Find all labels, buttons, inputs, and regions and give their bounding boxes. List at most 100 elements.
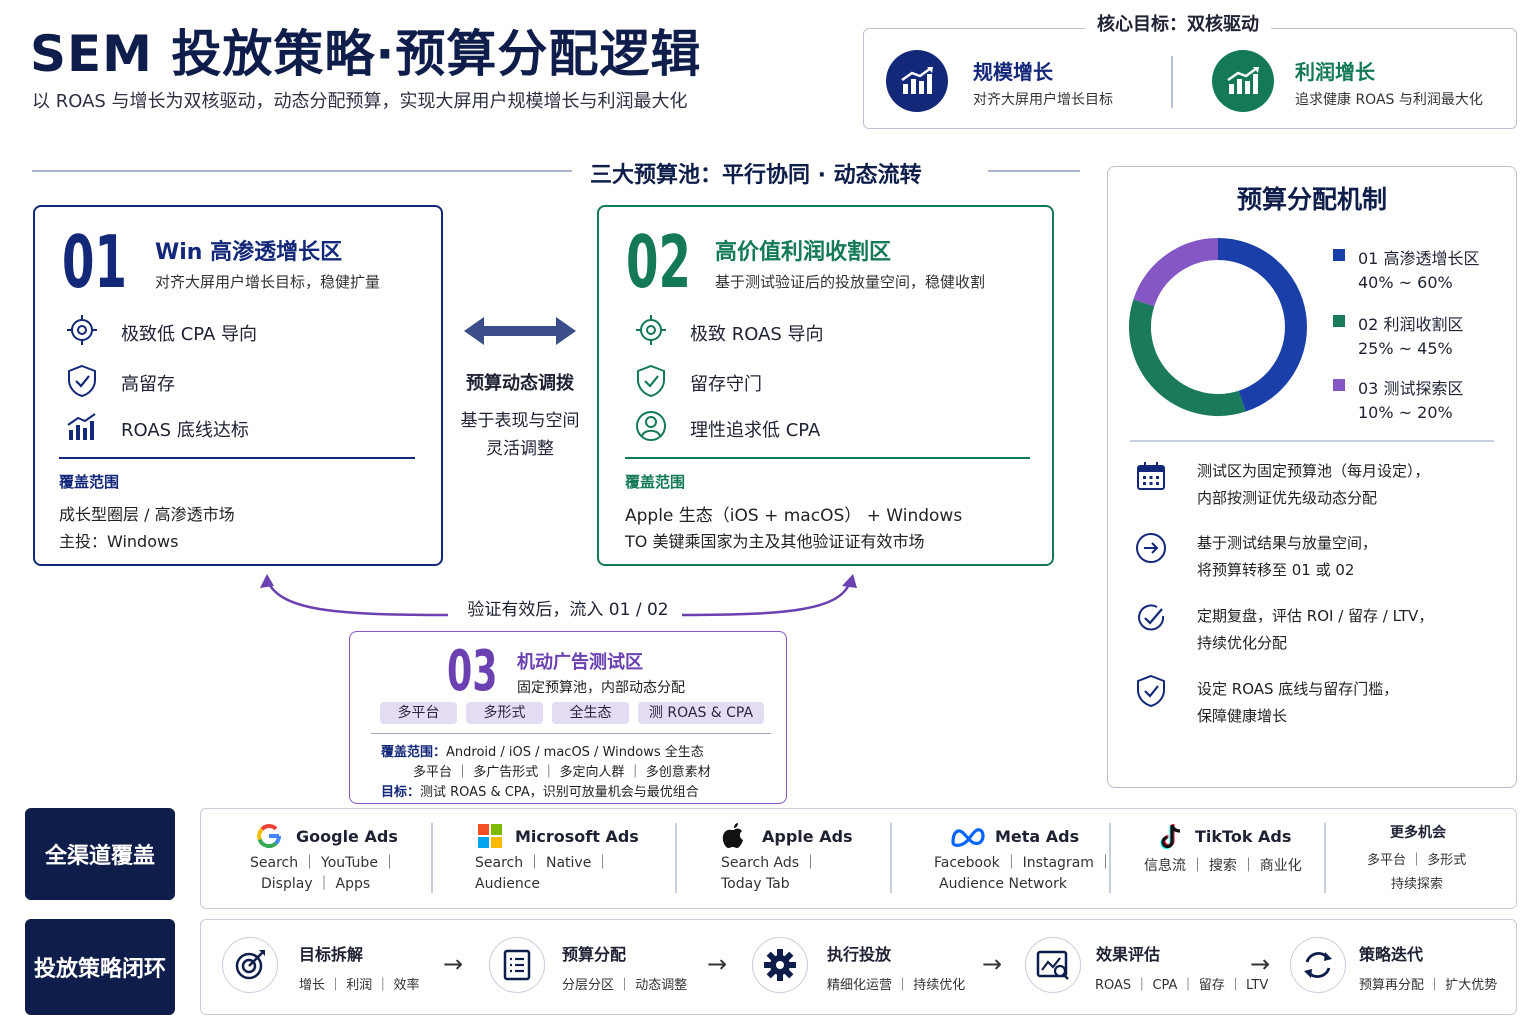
flow-label: 验证有效后，流入 01 / 02 xyxy=(467,600,669,620)
pool-02-scope-label: 覆盖范围 xyxy=(625,473,686,491)
flow-arrows xyxy=(260,574,857,617)
pool-03-goal: 目标：测试 ROAS & CPA，识别可放量机会与最优组合 xyxy=(381,781,699,800)
rule-1-line-2: 内部按测证优先级动态分配 xyxy=(1197,489,1378,507)
chart-search-icon xyxy=(1025,937,1081,993)
loop-step-title: 执行投放 xyxy=(827,945,892,964)
pool-02-divider xyxy=(625,457,1030,459)
pool-01-feature-2: 高留存 xyxy=(121,374,175,395)
rule-2-line-1: 基于测试结果与放量空间， xyxy=(1197,534,1378,552)
channel-divider xyxy=(431,823,433,893)
legend-range: 25% ~ 45% xyxy=(1358,339,1453,358)
shield-check-icon xyxy=(635,364,667,402)
loop-arrow-icon: → xyxy=(443,950,464,978)
legend-label: 02 利润收割区 xyxy=(1358,315,1464,334)
bidirectional-arrow-icon xyxy=(462,315,578,351)
refresh-cycle-icon xyxy=(1290,937,1346,993)
pool-02-card xyxy=(597,205,1054,566)
donut-slice-1 xyxy=(1217,238,1307,412)
loop-step-title: 策略迭代 xyxy=(1359,945,1424,964)
channel-divider xyxy=(675,823,677,893)
loop-arrow-icon: → xyxy=(982,950,1003,978)
donut-slice-2 xyxy=(1129,299,1246,416)
channel-name: Apple Ads xyxy=(762,827,853,846)
pool-01-number: 01 xyxy=(62,220,127,304)
legend-swatch xyxy=(1333,315,1345,327)
target-icon xyxy=(635,314,667,350)
budget-donut-chart xyxy=(1129,238,1307,416)
channels-label: 全渠道覆盖 xyxy=(25,808,175,900)
loop-step-title: 目标拆解 xyxy=(299,945,364,964)
shield-check-icon xyxy=(1135,674,1167,712)
channel-name: Google Ads xyxy=(296,827,398,846)
loop-step-sub: 精细化运营 ｜ 持续优化 xyxy=(827,978,966,993)
legend-swatch xyxy=(1333,249,1345,261)
shield-check-icon xyxy=(66,364,98,402)
rule-4: 设定 ROAS 底线与留存门槛，保障健康增长 xyxy=(1197,676,1398,730)
channel-sub: Audience Network xyxy=(939,876,1067,892)
pool-03-chip: 全生态 xyxy=(552,702,629,724)
loop-step-title: 效果评估 xyxy=(1096,945,1161,964)
mechanism-title: 预算分配机制 xyxy=(1236,185,1387,214)
loop-step-sub: 预算再分配 ｜ 扩大优势 xyxy=(1359,978,1498,993)
growth-chart-icon xyxy=(886,50,948,112)
meta-icon xyxy=(950,826,986,852)
pool-02-feature-1: 极致 ROAS 导向 xyxy=(690,324,824,345)
pool-01-feature-1: 极致低 CPA 导向 xyxy=(121,324,258,345)
pool-01-scope-2: 主投：Windows xyxy=(59,532,179,551)
pools-title-line-left xyxy=(32,170,572,172)
pool-03-goal-value: 测试 ROAS & CPA，识别可放量机会与最优组合 xyxy=(420,785,699,800)
channel-divider xyxy=(890,823,892,893)
arrow-circle-icon xyxy=(1135,532,1167,568)
loop-step-sub: 分层分区 ｜ 动态调整 xyxy=(562,978,688,993)
pool-02-title: 高价值利润收割区 xyxy=(715,240,892,265)
core-goals-box xyxy=(863,28,1517,129)
middle-title: 预算动态调拨 xyxy=(466,373,574,394)
pools-title: 三大预算池：平行协同 · 动态流转 xyxy=(590,163,922,188)
mechanism-divider xyxy=(1130,440,1494,442)
gear-icon xyxy=(752,937,808,993)
pool-01-card xyxy=(33,205,443,566)
channel-sub: Search ｜ Native ｜ xyxy=(475,855,610,871)
channel-divider xyxy=(1109,823,1111,893)
rule-3-line-2: 持续优化分配 xyxy=(1197,634,1288,652)
loop-step-title: 预算分配 xyxy=(562,945,627,964)
page-title: SEM 投放策略·预算分配逻辑 xyxy=(30,25,702,83)
legend-label: 01 高渗透增长区 xyxy=(1358,249,1480,268)
channel-sub: Search Ads ｜ xyxy=(721,855,818,871)
channel-divider xyxy=(1324,823,1326,893)
user-icon xyxy=(635,410,667,446)
channel-sub: Search ｜ YouTube ｜ xyxy=(250,855,397,871)
microsoft-icon xyxy=(477,823,503,853)
loop-step-sub: 增长 ｜ 利润 ｜ 效率 xyxy=(299,978,420,993)
pool-01-title: Win 高渗透增长区 xyxy=(155,240,343,265)
rule-4-line-1: 设定 ROAS 底线与留存门槛， xyxy=(1197,680,1399,698)
loop-label: 投放策略闭环 xyxy=(25,919,175,1015)
pool-01-divider xyxy=(59,457,415,459)
channel-sub: 持续探索 xyxy=(1391,877,1444,892)
legend-swatch xyxy=(1333,379,1345,391)
channel-name: TikTok Ads xyxy=(1195,827,1292,846)
pool-01-desc: 对齐大屏用户增长目标，稳健扩量 xyxy=(155,273,381,291)
goal-scale-desc: 对齐大屏用户增长目标 xyxy=(973,92,1113,108)
pool-03-scope-2: 多平台 ｜ 多广告形式 ｜ 多定向人群 ｜ 多创意素材 xyxy=(413,765,711,780)
rule-2-line-2: 将预算转移至 01 或 02 xyxy=(1197,561,1355,579)
channel-sub: Today Tab xyxy=(721,876,790,892)
channel-sub: 信息流 ｜ 搜索 ｜ 商业化 xyxy=(1144,858,1302,874)
apple-icon xyxy=(722,822,746,854)
goal-scale-title: 规模增长 xyxy=(973,60,1053,84)
rule-1: 测试区为固定预算池（每月设定），内部按测证优先级动态分配 xyxy=(1197,458,1430,512)
channel-sub: Display ｜ Apps xyxy=(261,876,371,892)
google-icon xyxy=(256,823,282,853)
channel-name: Microsoft Ads xyxy=(515,827,639,846)
goal-profit-title: 利润增长 xyxy=(1295,60,1375,84)
pool-02-scope-2: TO 美键乘国家为主及其他验证证有效市场 xyxy=(625,532,925,551)
page-subtitle: 以 ROAS 与增长为双核驱动，动态分配预算，实现大屏用户规模增长与利润最大化 xyxy=(32,91,688,112)
pool-03-desc: 固定预算池，内部动态分配 xyxy=(517,680,685,696)
loop-step-sub: ROAS ｜ CPA ｜ 留存 ｜ LTV xyxy=(1095,978,1269,993)
pool-02-feature-3: 理性追求低 CPA xyxy=(690,420,821,441)
core-goals-caption: 核心目标：双核驱动 xyxy=(1085,10,1271,36)
channels-band xyxy=(200,808,1517,909)
pool-03-chip: 多形式 xyxy=(466,702,543,724)
rule-3: 定期复盘，评估 ROI / 留存 / LTV，持续优化分配 xyxy=(1197,603,1433,657)
pool-03-scope-value: Android / iOS / macOS / Windows 全生态 xyxy=(446,745,704,760)
